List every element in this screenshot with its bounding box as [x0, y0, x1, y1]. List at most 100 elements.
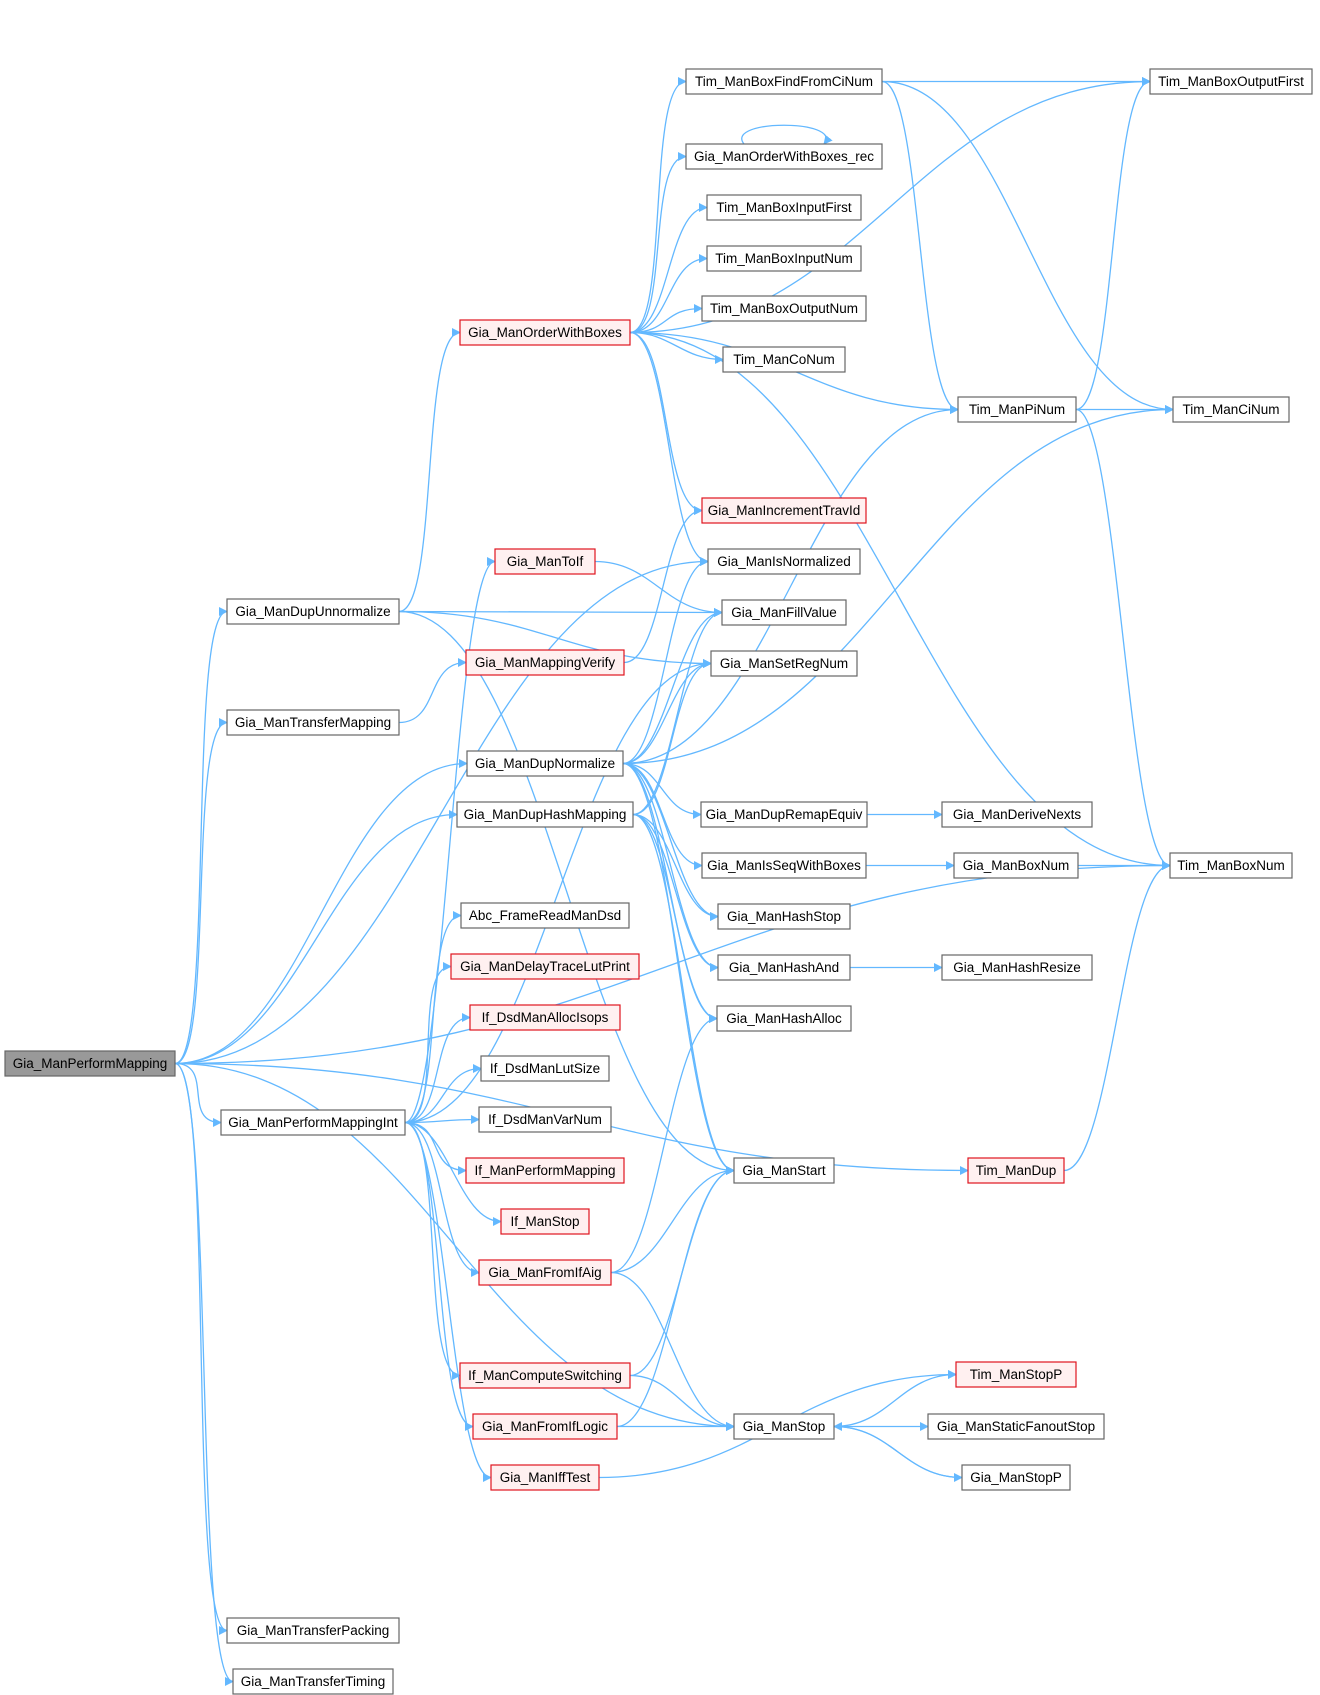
node-delayTrace[interactable]: Gia_ManDelayTraceLutPrint: [450, 953, 640, 980]
node-box: [706, 194, 862, 221]
edge-dupNorm-to-setRegNum: [622, 659, 712, 765]
node-box: [500, 1208, 590, 1235]
edge-dupNorm-to-piNum: [622, 405, 959, 765]
node-box: [955, 1361, 1077, 1388]
node-giaStopP[interactable]: Gia_ManStopP: [961, 1464, 1071, 1491]
node-box: [226, 1617, 400, 1644]
node-label: If_DsdManVarNum: [488, 1112, 602, 1127]
node-orderRec[interactable]: Gia_ManOrderWithBoxes_rec: [685, 143, 883, 170]
edge-root-to-dupNorm: [174, 759, 468, 1065]
node-isNorm[interactable]: Gia_ManIsNormalized: [707, 548, 861, 575]
node-label: Tim_ManBoxInputNum: [715, 251, 853, 266]
node-dupHash[interactable]: Gia_ManDupHashMapping: [456, 801, 634, 828]
edge-manStop-to-timStopP: [833, 1370, 957, 1428]
node-dsdLut[interactable]: If_DsdManLutSize: [480, 1055, 610, 1082]
node-ifStop[interactable]: If_ManStop: [500, 1208, 590, 1235]
node-boxOutNum[interactable]: Tim_ManBoxOutputNum: [701, 295, 867, 322]
node-performInt[interactable]: Gia_ManPerformMappingInt: [220, 1109, 406, 1136]
node-label: Gia_ManPerformMapping: [13, 1056, 168, 1071]
node-root[interactable]: Gia_ManPerformMapping: [4, 1050, 176, 1077]
node-label: Gia_ManIffTest: [500, 1470, 591, 1485]
node-iffTest[interactable]: Gia_ManIffTest: [490, 1464, 600, 1491]
node-label: Gia_ManHashResize: [953, 960, 1081, 975]
node-box: [465, 649, 625, 676]
node-staticFan[interactable]: Gia_ManStaticFanoutStop: [927, 1413, 1105, 1440]
node-transferPacking[interactable]: Gia_ManTransferPacking: [226, 1617, 400, 1644]
node-isSeq[interactable]: Gia_ManIsSeqWithBoxes: [701, 852, 867, 879]
node-dupUnnorm[interactable]: Gia_ManDupUnnormalize: [226, 598, 400, 625]
node-layer: Gia_ManPerformMapping Gia_ManDupUnnormali…: [4, 68, 1313, 1695]
node-setRegNum[interactable]: Gia_ManSetRegNum: [710, 650, 858, 677]
node-box: [927, 1413, 1105, 1440]
node-computeSw[interactable]: If_ManComputeSwitching: [459, 1362, 631, 1389]
node-dsdVar[interactable]: If_DsdManVarNum: [478, 1106, 612, 1133]
node-box: [685, 68, 883, 95]
node-hashStop[interactable]: Gia_ManHashStop: [717, 903, 851, 930]
node-hashAnd[interactable]: Gia_ManHashAnd: [717, 954, 851, 981]
edge-fromIfAig-to-manStart: [610, 1166, 735, 1274]
node-label: Gia_ManTransferPacking: [237, 1623, 390, 1638]
node-hashAlloc[interactable]: Gia_ManHashAlloc: [716, 1005, 852, 1032]
node-fillValue[interactable]: Gia_ManFillValue: [721, 599, 847, 626]
edge-performInt-to-abcFrame: [404, 911, 462, 1124]
node-box: [460, 902, 630, 929]
node-dupRemap[interactable]: Gia_ManDupRemapEquiv: [700, 801, 868, 828]
node-label: Gia_ManStart: [742, 1163, 826, 1178]
node-label: Gia_ManBoxNum: [963, 858, 1070, 873]
node-timStopP[interactable]: Tim_ManStopP: [955, 1361, 1077, 1388]
node-manStart[interactable]: Gia_ManStart: [733, 1157, 835, 1184]
node-box: [710, 650, 858, 677]
node-box: [494, 548, 596, 575]
node-boxFind[interactable]: Tim_ManBoxFindFromCiNum: [685, 68, 883, 95]
node-label: Gia_ManHashAlloc: [726, 1011, 842, 1026]
edge-dupHash-to-setRegNum: [632, 659, 712, 816]
node-manStop[interactable]: Gia_ManStop: [733, 1413, 835, 1440]
node-orderBoxes[interactable]: Gia_ManOrderWithBoxes: [459, 319, 631, 346]
node-label: Gia_ManDupUnnormalize: [235, 604, 390, 619]
node-box: [450, 953, 640, 980]
node-label: Tim_ManCoNum: [733, 352, 835, 367]
edge-orderRec-to-orderRec: [741, 124, 833, 145]
node-label: Gia_ManFromIfLogic: [482, 1419, 608, 1434]
node-box: [472, 1413, 618, 1440]
node-timDup[interactable]: Tim_ManDup: [967, 1157, 1065, 1184]
node-boxOutFirst[interactable]: Tim_ManBoxOutputFirst: [1149, 68, 1313, 95]
node-abcFrame[interactable]: Abc_FrameReadManDsd: [460, 902, 630, 929]
node-box: [941, 954, 1093, 981]
edge-dupUnnorm-to-orderBoxes: [398, 328, 461, 613]
node-incTrav[interactable]: Gia_ManIncrementTravId: [701, 497, 867, 524]
node-box: [1149, 68, 1313, 95]
node-box: [232, 1668, 394, 1695]
node-boxNumG[interactable]: Gia_ManBoxNum: [953, 852, 1079, 879]
node-mappingVerify[interactable]: Gia_ManMappingVerify: [465, 649, 625, 676]
node-fromIfLogic[interactable]: Gia_ManFromIfLogic: [472, 1413, 618, 1440]
node-piNum[interactable]: Tim_ManPiNum: [957, 396, 1077, 423]
edge-transferMapping-to-mappingVerify: [398, 658, 467, 724]
node-box: [961, 1464, 1071, 1491]
node-label: Tim_ManBoxOutputFirst: [1158, 74, 1304, 89]
node-fromIfAig[interactable]: Gia_ManFromIfAig: [478, 1259, 612, 1286]
node-box: [733, 1157, 835, 1184]
edge-performInt-to-iffTest: [404, 1121, 492, 1482]
node-hashResize[interactable]: Gia_ManHashResize: [941, 954, 1093, 981]
node-box: [700, 801, 868, 828]
node-transferTiming[interactable]: Gia_ManTransferTiming: [232, 1668, 394, 1695]
node-dsdAlloc[interactable]: If_DsdManAllocIsops: [469, 1004, 621, 1031]
edge-performInt-to-dsdAlloc: [404, 1013, 471, 1124]
node-boxInNum[interactable]: Tim_ManBoxInputNum: [706, 245, 862, 272]
node-ciNum[interactable]: Tim_ManCiNum: [1172, 396, 1290, 423]
node-deriveNexts[interactable]: Gia_ManDeriveNexts: [941, 801, 1093, 828]
node-transferMapping[interactable]: Gia_ManTransferMapping: [226, 709, 400, 736]
node-boxNumT[interactable]: Tim_ManBoxNum: [1169, 852, 1293, 879]
node-boxInFirst[interactable]: Tim_ManBoxInputFirst: [706, 194, 862, 221]
node-dupNorm[interactable]: Gia_ManDupNormalize: [466, 750, 624, 777]
node-label: Gia_ManIsNormalized: [717, 554, 851, 569]
node-ifPerform[interactable]: If_ManPerformMapping: [465, 1157, 625, 1184]
node-label: Gia_ManHashStop: [727, 909, 841, 924]
node-label: Gia_ManSetRegNum: [720, 656, 848, 671]
node-coNum[interactable]: Tim_ManCoNum: [722, 346, 846, 373]
node-label: Gia_ManIsSeqWithBoxes: [707, 858, 861, 873]
node-label: Abc_FrameReadManDsd: [469, 908, 621, 923]
node-toIf[interactable]: Gia_ManToIf: [494, 548, 596, 575]
node-box: [478, 1106, 612, 1133]
